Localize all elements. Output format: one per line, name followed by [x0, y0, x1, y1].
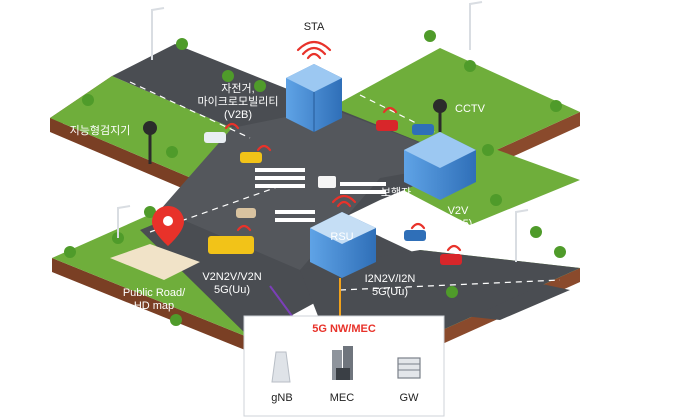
- v2n-5g-label: 5G(Uu): [214, 284, 250, 296]
- hd-map-label: Public Road/: [123, 287, 186, 299]
- scene-labels: STA CCTV 자전거, 마이크로모빌리티 (V2B) 지능형검지기 보행자 …: [70, 21, 486, 312]
- pedestrian-label: 보행자: [381, 186, 411, 199]
- intelligent-detector-icon: [143, 121, 157, 164]
- gateway-icon: [397, 357, 421, 379]
- street-lamps: [117, 1, 529, 262]
- micromobility-label: 마이크로모빌리티: [198, 95, 279, 108]
- mec-label: MEC: [330, 392, 355, 404]
- gnb-label: gNB: [271, 392, 292, 404]
- sta-building: [286, 64, 342, 132]
- i2n-5g-label: 5G(Uu): [372, 286, 408, 298]
- hd-map-icon: [110, 206, 200, 280]
- v2v-label: V2V: [448, 205, 469, 217]
- vehicles: [204, 120, 462, 265]
- panel-title: 5G NW/MEC: [312, 323, 376, 335]
- gw-label: GW: [400, 392, 420, 404]
- v2b-label: (V2B): [224, 109, 252, 121]
- hd-map-label-2: HD map: [134, 300, 174, 312]
- i2n-label: I2N2V/I2N: [365, 273, 416, 285]
- gnb-icon: [271, 351, 291, 383]
- v2n-label: V2N2V/V2N: [202, 271, 261, 283]
- cctv-building: [404, 132, 476, 200]
- sta-label: STA: [304, 21, 325, 33]
- cctv-camera-icon: [433, 99, 447, 132]
- 5g-mec-panel: 5G NW/MEC gNB MEC GW: [243, 315, 445, 417]
- crosswalks: [255, 168, 386, 222]
- pc5-label: (PC5): [444, 218, 473, 230]
- rsu-building: [310, 212, 376, 278]
- uu-links: [269, 278, 341, 317]
- v2p-label: (V2P): [382, 200, 410, 212]
- cctv-label: CCTV: [455, 103, 486, 115]
- bike-label: 자전거,: [221, 82, 254, 95]
- intelligent-detector-label: 지능형검지기: [70, 124, 131, 137]
- mec-server-icon: [332, 346, 353, 380]
- signal-waves: [224, 40, 462, 252]
- rsu-label: RSU: [330, 231, 353, 243]
